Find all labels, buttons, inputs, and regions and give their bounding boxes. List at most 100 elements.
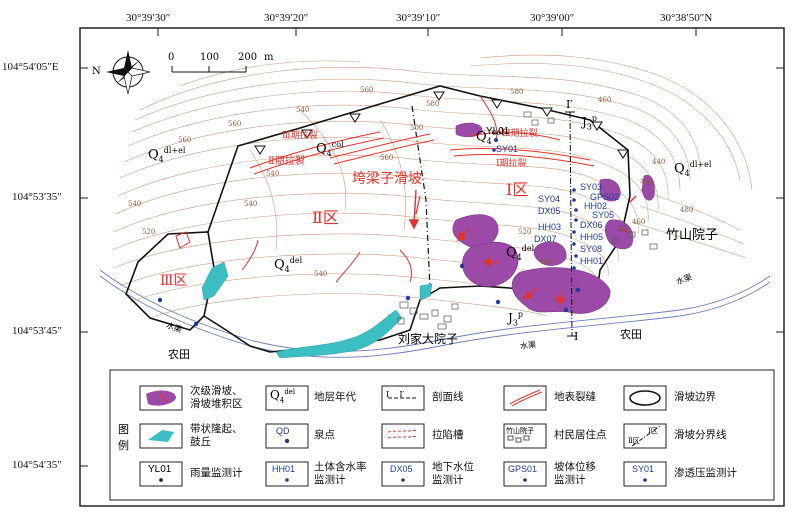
legend-item-village: 村民居住点 bbox=[554, 429, 607, 441]
landslide-name: 垮梁子滑坡 bbox=[352, 171, 422, 187]
monitor-sy03: SY03 bbox=[580, 182, 603, 192]
monitor-points bbox=[492, 138, 578, 270]
village-houses bbox=[397, 111, 658, 330]
stratum-q4del-1: Q4del bbox=[274, 256, 303, 274]
stratum-q4col-1: Q4col bbox=[316, 140, 344, 158]
contour-label: 540 bbox=[314, 270, 328, 278]
coord-left-1: 104°54′05″E bbox=[2, 61, 59, 73]
legend-symbol-zone2: Ⅱ区 bbox=[628, 437, 640, 445]
stratum-q4col-2: Q4col bbox=[476, 128, 504, 146]
zone2-label: Ⅱ区 bbox=[312, 208, 339, 227]
place-zhushan: 竹山院子 bbox=[666, 228, 719, 243]
crack-label-3: Ⅰ期拉裂 bbox=[496, 159, 527, 169]
stratum-j3p-1: J3p bbox=[582, 114, 598, 132]
surface-cracks bbox=[175, 95, 595, 283]
uplift-areas bbox=[201, 261, 433, 359]
legend-item-boundary: 滑坡边界 bbox=[674, 391, 716, 403]
legend-item-crack: 地表裂缝 bbox=[554, 391, 596, 403]
canal-label-mid: 水渠 bbox=[519, 339, 537, 352]
legend-item-divider: 滑坡分界线 bbox=[674, 429, 727, 441]
contour-label: 520 bbox=[142, 228, 156, 236]
crack-label-4: Ⅲ期拉裂 bbox=[502, 129, 538, 139]
contour-label: 540 bbox=[244, 200, 258, 208]
contour-label: 560 bbox=[228, 120, 242, 128]
coord-left-3: 104°53′45″ bbox=[12, 325, 62, 337]
boundary-ticks bbox=[254, 91, 629, 159]
spring-points bbox=[157, 263, 581, 327]
stratum-j3p-2: J3p bbox=[508, 310, 524, 328]
coord-top-5: 30°38′50″N bbox=[660, 12, 713, 24]
crack-label-1: Ⅲ期拉裂 bbox=[282, 131, 318, 141]
contour-label: 540 bbox=[296, 106, 310, 114]
place-liujia: 刘家大院子 bbox=[398, 332, 459, 346]
legend-item-spring: 泉点 bbox=[314, 429, 335, 441]
monitor-dx07: DX07 bbox=[534, 234, 557, 244]
legend-item-moisture: 土体含水率 监测计 bbox=[314, 461, 367, 486]
monitor-sy04: SY04 bbox=[538, 194, 561, 204]
contour-label: 540 bbox=[266, 170, 280, 178]
contour-label: 440 bbox=[652, 158, 666, 166]
legend-symbol-sy: SY01 bbox=[632, 464, 655, 474]
monitor-gps02: GPS02 bbox=[590, 192, 620, 202]
monitor-sy05: SY05 bbox=[592, 210, 615, 220]
stratum-q4dlel-right: Q4dl+el bbox=[674, 160, 712, 178]
stratum-q4dlel-left: Q4dl+el bbox=[148, 146, 186, 164]
place-field-right: 农田 bbox=[620, 328, 642, 341]
contour-label: 580 bbox=[510, 88, 524, 96]
scale-tick-0: 0 bbox=[168, 52, 175, 63]
contour-label: 460 bbox=[632, 218, 646, 226]
monitor-hh01: HH01 bbox=[580, 256, 604, 266]
legend-item-slide: 次级滑坡、 滑坡堆积区 bbox=[190, 385, 243, 410]
legend-symbol-dx: DX05 bbox=[390, 464, 413, 474]
legend-symbol-zone1: Ⅰ区 bbox=[648, 427, 658, 435]
contour-label: 560 bbox=[178, 136, 192, 144]
monitor-dx06: DX06 bbox=[580, 220, 603, 230]
contour-label: 560 bbox=[380, 154, 394, 162]
legend-item-rain: 雨量监测计 bbox=[190, 467, 243, 479]
crack-label-2: Ⅱ期拉裂 bbox=[268, 156, 305, 167]
coord-top-3: 30°39′10″ bbox=[396, 12, 441, 24]
contour-label: 460 bbox=[598, 96, 612, 104]
profile-bottom-label: Ⅰ bbox=[574, 330, 579, 343]
scale-tick-100: 100 bbox=[200, 52, 220, 63]
monitor-hh03: HH03 bbox=[538, 222, 562, 232]
slide-arrows bbox=[408, 189, 637, 306]
stratum-q4del-2: Q4del bbox=[506, 244, 535, 262]
legend-item-displacement: 坡体位移 监测计 bbox=[554, 461, 596, 486]
legend-item-uplift: 带状隆起、 鼓丘 bbox=[190, 423, 243, 448]
legend-item-seepage: 渗透压监测计 bbox=[674, 467, 737, 479]
contour-label: 500 bbox=[410, 124, 424, 132]
place-field-left: 农田 bbox=[168, 348, 190, 361]
map-frame bbox=[79, 27, 785, 507]
monitor-hh05: HH05 bbox=[580, 232, 604, 242]
legend-symbol-q: Q4del bbox=[270, 388, 296, 405]
contour-label: 540 bbox=[128, 200, 142, 208]
contour-label: 480 bbox=[680, 206, 694, 214]
scale-bar bbox=[171, 66, 247, 73]
legend-item-groundwater: 地下水位 监测计 bbox=[432, 461, 474, 486]
legend-title: 图 例 bbox=[118, 423, 129, 452]
legend-item-trough: 拉陷槽 bbox=[432, 429, 464, 441]
compass-rose bbox=[106, 50, 151, 95]
top-ticks bbox=[80, 28, 784, 467]
scale-unit: m bbox=[264, 52, 274, 63]
contour-label: 560 bbox=[360, 86, 374, 94]
contour-label: 480 bbox=[540, 258, 554, 266]
monitor-yl01: YL01 bbox=[486, 126, 510, 137]
scale-tick-200: 200 bbox=[238, 52, 258, 63]
monitor-hh02: HH02 bbox=[584, 201, 608, 211]
legend-symbol-yl: YL01 bbox=[148, 464, 172, 475]
legend-symbol-profile: Ⅰ Ⅰ′ bbox=[386, 390, 405, 399]
legend-symbol-qd: QD bbox=[276, 426, 290, 436]
legend-symbol-village: 竹山院子 bbox=[506, 427, 534, 435]
canal bbox=[99, 269, 771, 358]
legend-item-profile: 剖面线 bbox=[432, 391, 464, 403]
contour-label: 580 bbox=[426, 100, 440, 108]
zone3-label: Ⅲ区 bbox=[160, 273, 188, 289]
coord-left-2: 104°53′35″ bbox=[12, 191, 62, 203]
monitor-dx05: DX05 bbox=[538, 206, 561, 216]
coord-top-1: 30°39′30″ bbox=[126, 12, 171, 24]
coord-top-4: 30°39′00″ bbox=[530, 12, 575, 24]
legend-item-stratum: 地层年代 bbox=[314, 391, 356, 403]
